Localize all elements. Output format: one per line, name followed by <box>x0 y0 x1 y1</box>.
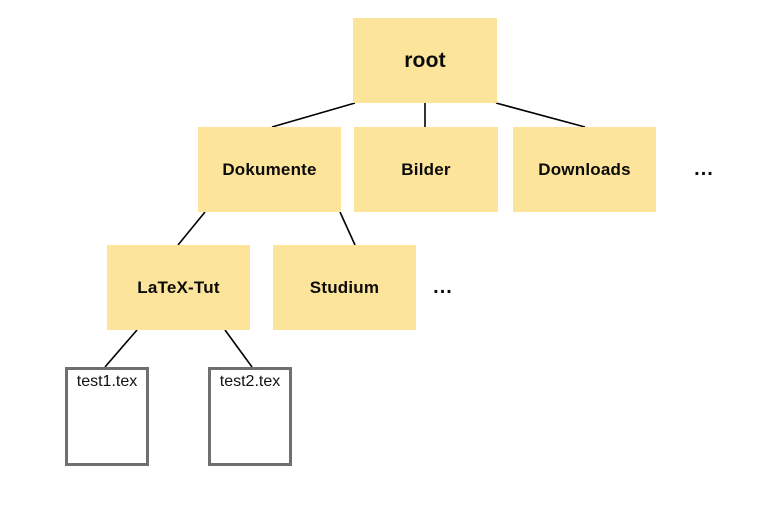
folder-label-latex-tut: LaTeX-Tut <box>137 277 220 297</box>
folder-node-studium: Studium <box>273 245 416 330</box>
edge-root-downloads <box>495 102 586 128</box>
level3-ellipsis-text: ... <box>433 276 453 298</box>
edge-dokumente-latextut <box>177 211 206 246</box>
folder-node-bilder: Bilder <box>354 127 498 212</box>
file-node-test1: test1.tex <box>65 367 149 466</box>
edge-dokumente-studium <box>339 211 356 246</box>
edge-latextut-test1 <box>104 329 138 368</box>
edge-latextut-test2 <box>224 329 253 368</box>
folder-node-latex-tut: LaTeX-Tut <box>107 245 250 330</box>
folder-node-dokumente: Dokumente <box>198 127 341 212</box>
folder-node-root: root <box>353 18 497 103</box>
folder-label-bilder: Bilder <box>401 159 451 179</box>
file-label-test1: test1.tex <box>76 373 138 390</box>
folder-label-studium: Studium <box>309 277 380 297</box>
file-node-test2: test2.tex <box>208 367 292 466</box>
folder-node-downloads: Downloads <box>513 127 656 212</box>
level2-ellipsis-text: ... <box>694 158 714 180</box>
folder-label-root: root <box>404 48 446 72</box>
edge-root-dokumente <box>271 102 356 128</box>
folder-label-downloads: Downloads <box>538 159 631 179</box>
level3-ellipsis: ... <box>425 245 461 330</box>
level2-ellipsis: ... <box>686 127 722 212</box>
folder-label-dokumente: Dokumente <box>222 159 317 179</box>
file-label-test2: test2.tex <box>219 373 281 390</box>
